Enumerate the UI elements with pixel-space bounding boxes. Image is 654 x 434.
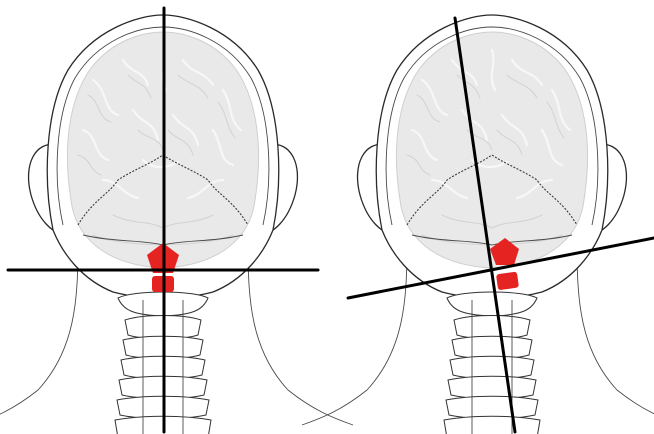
head-illustration-left xyxy=(0,15,353,434)
head-illustration-right xyxy=(302,15,654,434)
panel-tilted xyxy=(302,15,654,434)
panel-aligned xyxy=(0,15,353,434)
square-marker-right xyxy=(496,272,519,291)
